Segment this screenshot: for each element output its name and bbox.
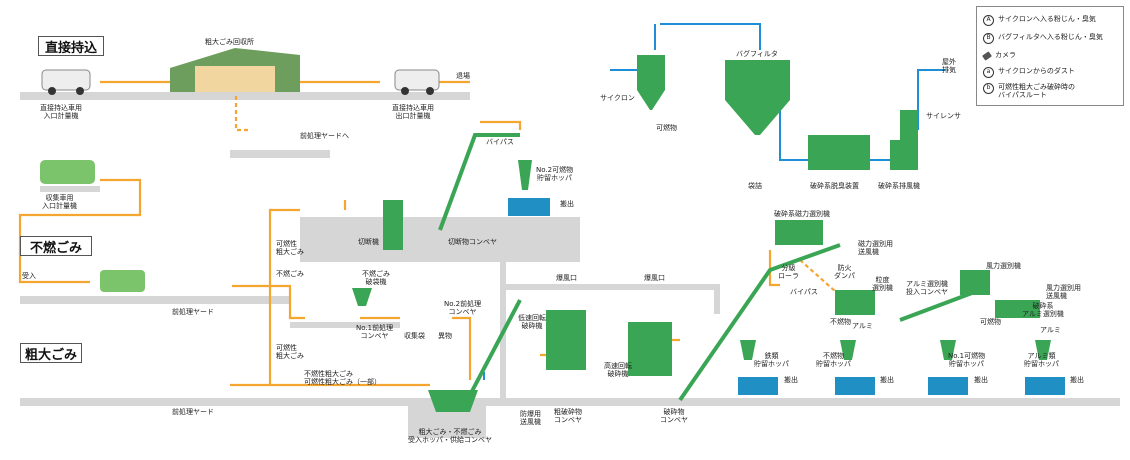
explosion-2-label: 爆風口	[644, 274, 665, 282]
section-bulky: 粗大ごみ	[20, 343, 82, 363]
legend-row-dust: a サイクロンからのダスト	[983, 67, 1075, 78]
legend-text: カメラ	[995, 51, 1016, 59]
magnet-label: 破砕系磁力選別機	[774, 210, 830, 218]
legend-text: サイクロンからのダスト	[998, 67, 1075, 75]
alum-hopper-label: アルミ類 貯留ホッパ	[1024, 352, 1059, 369]
combustible-label: 可燃性 粗大ごみ	[276, 344, 304, 361]
foreign-label: 異物	[438, 332, 452, 340]
legend-row-b: B バグフィルタへ入る粉じん・臭気	[983, 33, 1103, 44]
cut-conveyor-label: 切断物コンベヤ	[448, 238, 497, 246]
camera-icon	[982, 51, 992, 61]
deodorizer-label: 破砕系脱臭装置	[810, 182, 859, 190]
incomb-small-label: 不燃物	[830, 318, 851, 326]
cutter-label: 切断機	[358, 238, 379, 246]
out-label-1: 搬出	[560, 200, 574, 208]
legend-text: サイクロンへ入る粉じん・臭気	[998, 15, 1096, 23]
out-label-5: 搬出	[1070, 376, 1084, 384]
vans	[41, 69, 440, 95]
explosion-1-label: 爆風口	[556, 274, 577, 282]
pre-yard-2-label: 前処理ヤード	[172, 408, 214, 416]
exhaust-fan-label: 破砕系排風機	[878, 182, 920, 190]
conveyors	[438, 133, 981, 402]
bulky-collection-building	[170, 48, 300, 92]
receiving-label: 粗大ごみ・不燃ごみ 受入ホッパ・供給コンベヤ	[408, 428, 492, 445]
coarse-conveyor-label: 粗破砕物 コンベヤ	[554, 408, 582, 425]
dump-trucks	[738, 377, 1065, 395]
direct-in-scale-label: 直接持込車用 入口計量機	[40, 104, 82, 121]
no1-pre-conveyor-label: No.1前処理 コンベヤ	[356, 324, 394, 341]
hopper-2-label: No.2可燃物 貯留ホッパ	[536, 166, 574, 183]
incomb-hopper-label: 不燃物 貯留ホッパ	[816, 352, 851, 369]
bag-filter-label: バグフィルタ	[736, 50, 778, 58]
legend-text: 可燃性粗大ごみ破砕時の バイパスルート	[998, 83, 1075, 100]
circle-small-b-icon: b	[983, 83, 994, 94]
fire-fan-label: 防爆用 送風機	[520, 410, 541, 427]
cyclone-label: サイクロン	[600, 94, 635, 102]
circle-small-a-icon: a	[983, 67, 994, 78]
combustible-bulky-label: 可燃性 粗大ごみ	[276, 240, 304, 257]
legend-row-a: A サイクロンへ入る粉じん・臭気	[983, 15, 1096, 26]
collect-bag-label: 収集袋	[404, 332, 425, 340]
out-label-2: 搬出	[784, 376, 798, 384]
fire-damper-label: 防火 ダンパ	[834, 264, 855, 281]
particle-label: 粒度 選別機	[872, 276, 893, 293]
mixed-label: 不燃性粗大ごみ 可燃性粗大ごみ（一部）	[304, 370, 381, 387]
circle-b-icon: B	[983, 33, 994, 44]
legend: A サイクロンへ入る粉じん・臭気 B バグフィルタへ入る粉じん・臭気 カメラ a…	[976, 6, 1124, 106]
bypass-2-label: バイパス	[790, 288, 818, 296]
high-speed-label: 高速回転 破砕機	[604, 362, 632, 379]
collection-trucks	[40, 160, 550, 292]
bulky-collection-label: 粗大ごみ回収所	[205, 38, 254, 46]
iron-hopper-label: 鉄類 貯留ホッパ	[754, 352, 789, 369]
accept-label: 受入	[22, 272, 36, 280]
legend-row-camera: カメラ	[982, 51, 1016, 61]
wind-fan-label: 風力選別用 送風機	[1046, 284, 1081, 301]
outdoor-label: 屋外 排気	[942, 58, 956, 75]
crushed-conveyor-label: 破砕物 コンベヤ	[660, 408, 688, 425]
no1-hopper-label: No.1可燃物 貯留ホッパ	[948, 352, 986, 369]
comb-small2-label: 可燃物	[980, 318, 1001, 326]
no2-pre-conveyor-label: No.2前処理 コンベヤ	[444, 300, 482, 317]
equipment	[352, 55, 1051, 412]
alum-conveyor-label: アルミ選別機 投入コンベヤ	[906, 280, 948, 297]
out-label-3: 搬出	[880, 376, 894, 384]
bag-breaker-label: 不燃ごみ 破袋機	[362, 270, 390, 287]
alum-small-label: アルミ	[852, 322, 873, 330]
wind-sorter-label: 風力選別機	[986, 262, 1021, 270]
collection-scale-label: 収集車用 入口計量機	[42, 194, 77, 211]
incombustible-waste-label: 不燃ごみ	[276, 270, 304, 278]
to-pre-yard-label: 前処理ヤードへ	[300, 132, 349, 140]
combustible-small-label: 可燃物	[656, 124, 677, 132]
magnet-fan-label: 磁力選別用 送風機	[858, 240, 893, 257]
alum-sorter-label: 破砕系 アルミ選別機	[1022, 302, 1064, 319]
bag-out-label: 袋詰	[748, 182, 762, 190]
circle-a-icon: A	[983, 15, 994, 26]
legend-text: バグフィルタへ入る粉じん・臭気	[998, 33, 1103, 41]
section-incombustible: 不燃ごみ	[20, 236, 92, 256]
pre-yard-1-label: 前処理ヤード	[172, 308, 214, 316]
return-label: 退場	[456, 72, 470, 80]
bypass-1-label: バイパス	[486, 138, 514, 146]
section-direct: 直接持込	[38, 36, 104, 56]
split-roller-label: 分級 ローラ	[778, 264, 799, 281]
silencer-label: サイレンサ	[926, 112, 961, 120]
legend-row-bypass: b 可燃性粗大ごみ破砕時の バイパスルート	[983, 83, 1075, 99]
low-speed-label: 低速回転 破砕機	[518, 314, 546, 331]
alum-small2-label: アルミ	[1040, 326, 1061, 334]
out-label-4: 搬出	[974, 376, 988, 384]
direct-out-scale-label: 直接持込車用 出口計量機	[392, 104, 434, 121]
